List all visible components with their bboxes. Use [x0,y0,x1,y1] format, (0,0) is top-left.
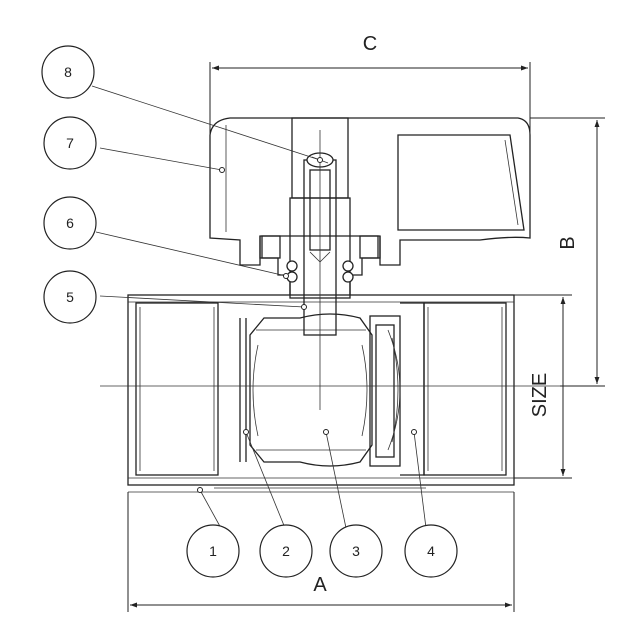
callout-6: 6 [43,196,97,250]
callout-7: 7 [43,116,97,170]
ball [239,313,373,467]
callout-1-label: 1 [209,543,217,559]
callout-3: 3 [329,524,383,578]
dimension-a: A [127,492,515,612]
callout-6-label: 6 [66,215,74,231]
callout-2-label: 2 [282,543,290,559]
valve-body [127,294,515,493]
centre-lines [100,130,600,410]
dimension-c-label: C [363,33,377,55]
leader-lines [91,85,427,531]
callout-5-label: 5 [66,289,74,305]
callout-5: 5 [43,270,97,324]
callout-4: 4 [404,524,458,578]
dimension-c: C [209,33,531,135]
dimension-size-label: SIZE [529,373,551,417]
callout-4-label: 4 [427,543,435,559]
dimension-a-label: A [313,574,327,596]
seat-insert [369,302,425,476]
callout-8: 8 [41,45,95,99]
callout-2: 2 [259,524,313,578]
callout-7-label: 7 [66,135,74,151]
dimension-b: B [530,117,605,387]
callout-1: 1 [186,524,240,578]
dimension-b-label: B [557,236,579,249]
callout-3-label: 3 [352,543,360,559]
callout-8-label: 8 [64,64,72,80]
dimension-size: SIZE [514,294,572,479]
